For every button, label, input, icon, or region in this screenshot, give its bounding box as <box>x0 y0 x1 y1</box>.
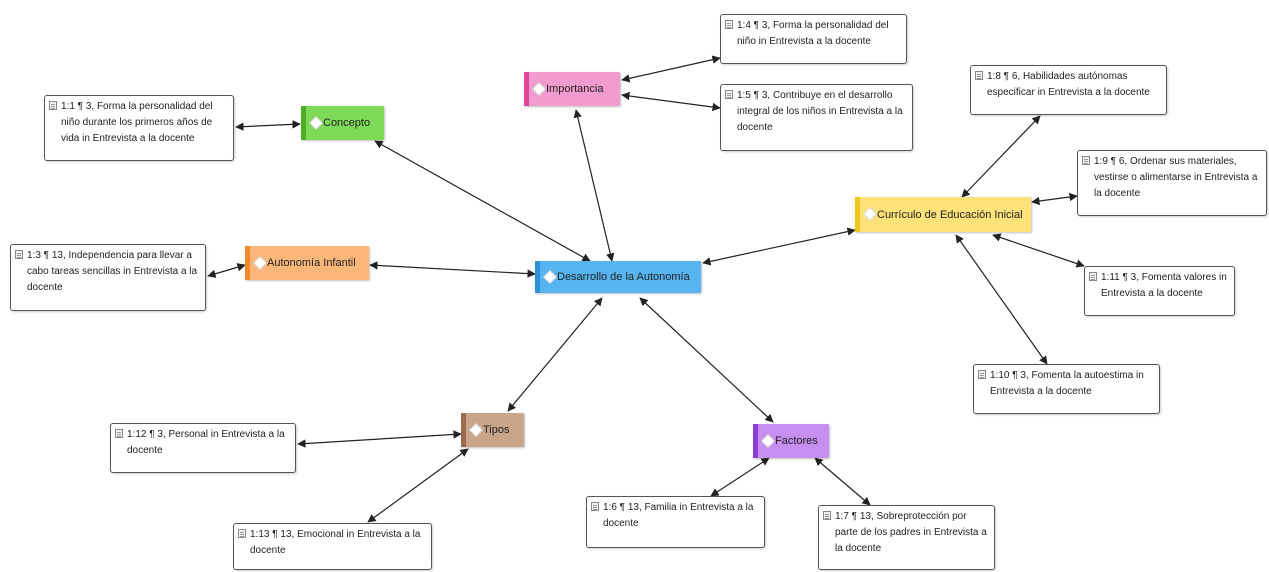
link-tipos-q1-12 <box>297 430 462 448</box>
link-curriculo-q1-10 <box>955 234 1048 365</box>
quote-text: 1:9 ¶ 6, Ordenar sus materiales, vestirs… <box>1094 156 1258 199</box>
quotation-icon <box>115 429 123 438</box>
quote-text: 1:12 ¶ 3, Personal in Entrevista a la do… <box>127 429 285 456</box>
code-icon <box>760 433 776 449</box>
quote-1-4[interactable]: 1:4 ¶ 3, Forma la personalidad del niño … <box>720 14 907 64</box>
link-curriculo-q1-9 <box>1031 192 1078 206</box>
code-label: Importancia <box>546 83 604 95</box>
link-concepto-q1-1 <box>235 120 301 131</box>
code-label: Currículo de Educación Inicial <box>877 208 1023 221</box>
quotation-icon <box>725 20 733 29</box>
quote-text: 1:13 ¶ 13, Emocional in Entrevista a la … <box>250 529 421 556</box>
quote-1-1[interactable]: 1:1 ¶ 3, Forma la personalidad del niño … <box>44 95 234 161</box>
link-factores-q1-6 <box>710 457 770 497</box>
link-curriculo-q1-8 <box>961 115 1041 198</box>
quote-text: 1:8 ¶ 6, Habilidades autónomas especific… <box>987 71 1150 98</box>
code-color-bar <box>535 261 540 293</box>
code-importancia[interactable]: Importancia <box>524 72 620 106</box>
quote-text: 1:7 ¶ 13, Sobreprotección por parte de l… <box>835 511 987 554</box>
link-curriculo-q1-11 <box>992 233 1085 268</box>
quote-1-10[interactable]: 1:10 ¶ 3, Fomenta la autoestima in Entre… <box>973 364 1160 414</box>
quote-text: 1:4 ¶ 3, Forma la personalidad del niño … <box>737 20 889 47</box>
quote-1-3[interactable]: 1:3 ¶ 13, Independencia para llevar a ca… <box>10 244 206 311</box>
code-factores[interactable]: Factores <box>753 424 829 458</box>
code-color-bar <box>245 246 250 280</box>
code-icon <box>252 255 268 271</box>
quote-1-11[interactable]: 1:11 ¶ 3, Fomenta valores in Entrevista … <box>1084 266 1235 316</box>
code-icon <box>542 269 558 285</box>
code-color-bar <box>461 413 466 447</box>
link-importancia-q1-5 <box>621 91 721 112</box>
code-color-bar <box>301 106 306 140</box>
code-label: Factores <box>775 435 818 447</box>
code-label: Autonomía Infantil <box>267 257 356 269</box>
quotation-icon <box>238 529 246 538</box>
code-icon <box>468 422 484 438</box>
quotation-icon <box>975 71 983 80</box>
quote-1-8[interactable]: 1:8 ¶ 6, Habilidades autónomas especific… <box>970 65 1167 115</box>
code-desarrollo-autonomia[interactable]: Desarrollo de la Autonomía <box>535 261 701 293</box>
code-curriculo-educacion-inicial[interactable]: Currículo de Educación Inicial <box>855 197 1031 232</box>
quote-1-13[interactable]: 1:13 ¶ 13, Emocional in Entrevista a la … <box>233 523 432 570</box>
code-concepto[interactable]: Concepto <box>301 106 384 140</box>
quotation-icon <box>15 250 23 259</box>
quotation-icon <box>49 101 57 110</box>
code-color-bar <box>524 72 529 106</box>
quote-1-9[interactable]: 1:9 ¶ 6, Ordenar sus materiales, vestirs… <box>1077 150 1267 216</box>
quotation-icon <box>725 90 733 99</box>
quote-1-5[interactable]: 1:5 ¶ 3, Contribuye en el desarrollo int… <box>720 84 913 151</box>
link-factores-q1-7 <box>814 457 871 506</box>
code-color-bar <box>855 197 860 232</box>
quote-1-6[interactable]: 1:6 ¶ 13, Familia in Entrevista a la doc… <box>586 496 765 548</box>
link-central-importancia <box>573 109 615 262</box>
link-importancia-q1-4 <box>621 55 721 83</box>
link-central-concepto <box>374 140 591 262</box>
quote-1-7[interactable]: 1:7 ¶ 13, Sobreprotección por parte de l… <box>818 505 995 570</box>
quote-text: 1:11 ¶ 3, Fomenta valores in Entrevista … <box>1101 272 1227 299</box>
quotation-icon <box>823 511 831 520</box>
code-color-bar <box>753 424 758 458</box>
quotation-icon <box>1082 156 1090 165</box>
code-icon <box>308 115 324 131</box>
quote-text: 1:1 ¶ 3, Forma la personalidad del niño … <box>61 101 213 144</box>
code-icon <box>531 81 547 97</box>
quote-text: 1:5 ¶ 3, Contribuye en el desarrollo int… <box>737 90 903 133</box>
link-tipos-q1-13 <box>367 448 469 523</box>
link-central-curriculo <box>702 227 856 266</box>
code-label: Tipos <box>483 424 510 436</box>
quotation-icon <box>978 370 986 379</box>
quote-text: 1:3 ¶ 13, Independencia para llevar a ca… <box>27 250 198 293</box>
code-label: Desarrollo de la Autonomía <box>557 271 690 283</box>
quote-text: 1:10 ¶ 3, Fomenta la autoestima in Entre… <box>990 370 1144 397</box>
quotation-icon <box>1089 272 1097 281</box>
code-icon <box>862 206 878 222</box>
quote-1-12[interactable]: 1:12 ¶ 3, Personal in Entrevista a la do… <box>110 423 296 473</box>
link-central-autonomia <box>369 261 536 278</box>
code-tipos[interactable]: Tipos <box>461 413 524 447</box>
link-central-tipos <box>507 297 603 412</box>
code-autonomia-infantil[interactable]: Autonomía Infantil <box>245 246 369 280</box>
quotation-icon <box>591 502 599 511</box>
quote-text: 1:6 ¶ 13, Familia in Entrevista a la doc… <box>603 502 754 529</box>
link-central-factores <box>639 297 774 423</box>
code-label: Concepto <box>323 117 371 129</box>
link-autonomia-q1-3 <box>207 263 246 278</box>
